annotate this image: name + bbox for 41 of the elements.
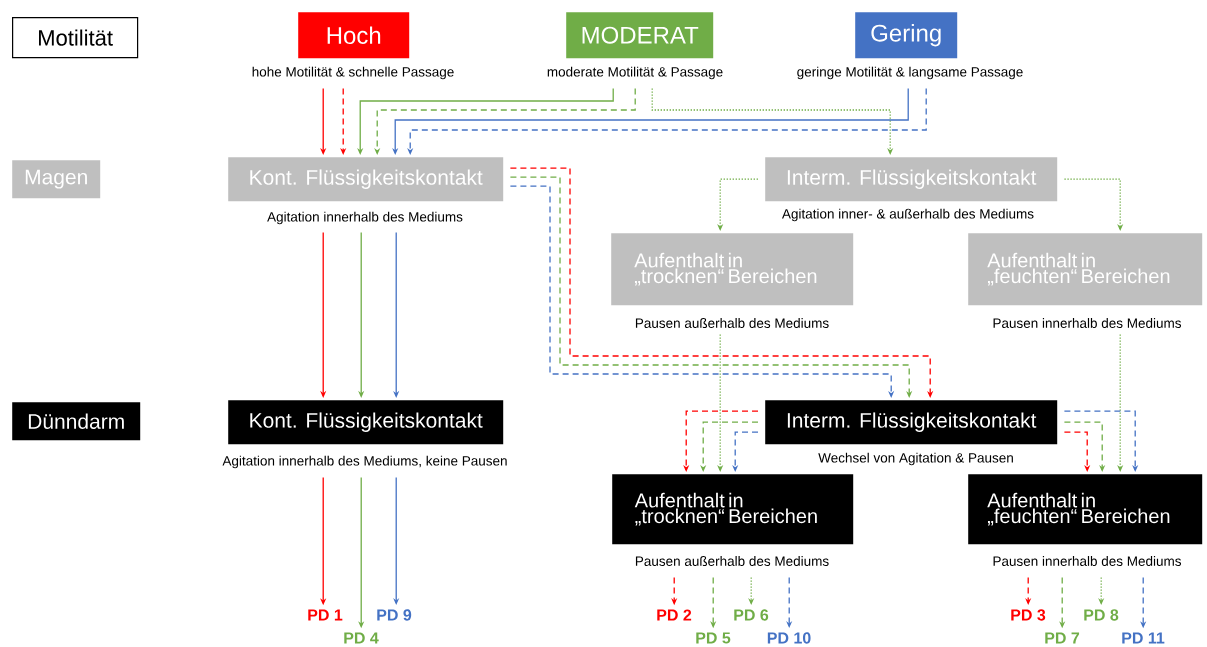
node-caption: Pausen innerhalb des Mediums: [993, 318, 1181, 328]
level-box: Hoch: [298, 12, 410, 59]
outcome-label: PD 11: [1122, 632, 1165, 644]
arrow: [1063, 421, 1106, 472]
outcome-label: PD 9: [377, 609, 412, 621]
header-box: Dünndarm: [12, 402, 141, 441]
outcome-label: PD 7: [1045, 632, 1080, 644]
process-box: Kont. Flüssigkeitskontakt: [228, 400, 504, 445]
node-caption: Wechsel von Agitation & Pausen: [818, 452, 1013, 466]
level-box: MODERAT: [566, 12, 714, 59]
outcome-label: PD 5: [696, 632, 731, 644]
level-box: Gering: [855, 12, 958, 59]
header-box: Magen: [12, 160, 101, 199]
process-box: Aufenthalt in „feuchten“ Bereichen: [968, 474, 1203, 545]
node-caption: geringe Motilität & langsame Passage: [797, 66, 1023, 80]
node-caption: hohe Motilität & schnelle Passage: [252, 66, 454, 80]
outcome-label: PD 4: [344, 632, 379, 644]
outcome-label: PD 1: [308, 609, 343, 621]
node-caption: Pausen außerhalb des Mediums: [635, 318, 829, 328]
process-box: Aufenthalt in „feuchten“ Bereichen: [968, 233, 1203, 306]
outcome-label: PD 3: [1011, 609, 1046, 621]
process-box: Interm. Flüssigkeitskontakt: [765, 157, 1058, 202]
outcome-label: PD 8: [1084, 609, 1119, 621]
node-caption: Agitation innerhalb des Mediums, keine Pausen: [222, 455, 507, 469]
arrow: [1063, 178, 1124, 231]
arrow: [1063, 431, 1091, 472]
header-box: Motilität: [12, 17, 139, 59]
outcome-label: PD 6: [734, 609, 769, 621]
node-caption: Pausen außerhalb des Mediums: [635, 556, 829, 566]
process-box: Aufenthalt in „trocknen“ Bereichen: [612, 474, 854, 545]
process-box: Kont. Flüssigkeitskontakt: [228, 157, 504, 202]
node-caption: Agitation inner- & außerhalb des Mediums: [781, 208, 1034, 222]
arrow: [1063, 410, 1139, 472]
process-box: Interm. Flüssigkeitskontakt: [765, 400, 1058, 445]
node-caption: Pausen innerhalb des Mediums: [993, 556, 1181, 566]
process-box: Aufenthalt in „trocknen“ Bereichen: [611, 233, 854, 306]
arrow: [651, 87, 894, 155]
outcome-label: PD 2: [657, 609, 692, 621]
outcome-label: PD 10: [767, 632, 811, 644]
node-caption: Agitation innerhalb des Mediums: [267, 211, 463, 225]
node-caption: moderate Motilität & Passage: [547, 66, 723, 80]
